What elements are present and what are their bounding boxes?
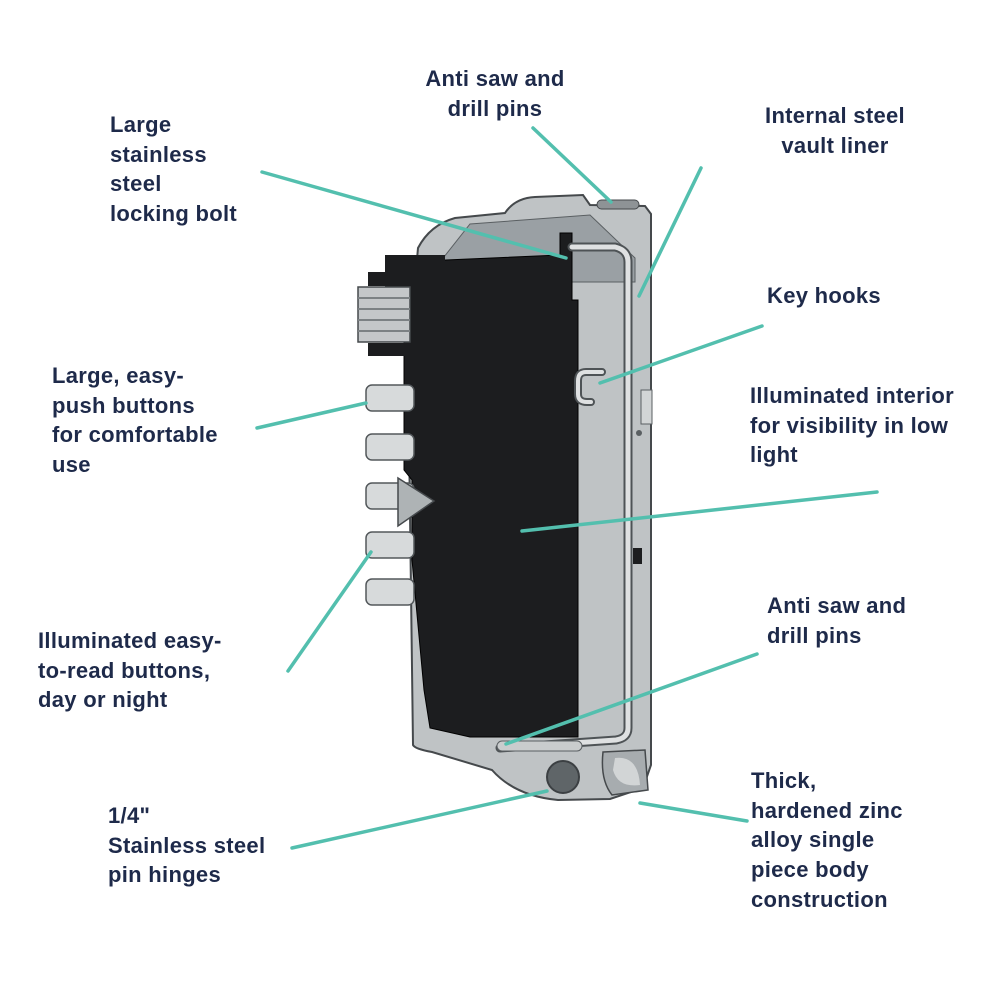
key-hook [576,370,604,404]
latch-wedge [397,476,436,528]
keypad-buttons [365,384,415,606]
callout-line-illuminated-buttons [286,550,373,673]
callout-line-locking-bolt [260,170,568,260]
keypad-button [365,433,415,461]
keypad-button [365,531,415,559]
callout-line-easy-push-buttons [255,401,368,430]
callout-line-anti-saw-bottom [504,652,759,746]
callout-label-internal-liner: Internal steel vault liner [765,103,905,158]
anti-saw-pin-bottom [496,740,583,752]
bolt-tooth-top [368,272,410,286]
vault-liner [497,244,631,751]
callout-lines [255,126,879,850]
mounting-foot-notch [613,757,640,786]
locking-bolt [357,286,411,343]
callout-label-pin-hinges: 1/4" Stainless steel pin hinges [108,803,266,888]
callout-label-anti-saw-top: Anti saw and drill pins [425,66,565,121]
keypad-button [365,578,415,606]
callout-label-locking-bolt: Large stainless steel locking bolt [110,112,238,227]
callout-label-body-construction: Thick, hardened zinc alloy single piece … [751,768,903,912]
interior-cavity [399,232,579,738]
callout-line-body-construction [638,801,749,823]
safe-body-group [357,193,653,802]
hinge-pin [546,760,580,794]
anti-saw-pin-top [596,199,640,210]
callout-line-anti-saw-top [531,126,613,204]
callout-label-key-hooks: Key hooks [767,283,881,308]
keypad-button [365,384,415,412]
callout-label-illuminated-buttons: Illuminated easy- to-read buttons, day o… [38,628,222,713]
right-edge-detail [633,548,642,564]
callout-label-easy-push-buttons: Large, easy- push buttons for comfortabl… [52,363,218,478]
bolt-tooth-bottom [368,343,410,356]
callout-line-internal-liner [637,166,703,298]
locking-bolt-ridges [358,297,410,332]
callout-line-illuminated-interior [520,490,879,533]
callout-line-key-hooks [598,324,764,385]
callout-line-pin-hinges [290,789,549,850]
callout-label-anti-saw-bottom: Anti saw and drill pins [767,593,907,648]
right-edge-rivet [636,430,642,436]
callout-label-illuminated-interior: Illuminated interior for visibility in l… [750,383,955,468]
right-edge-detail [640,389,653,425]
